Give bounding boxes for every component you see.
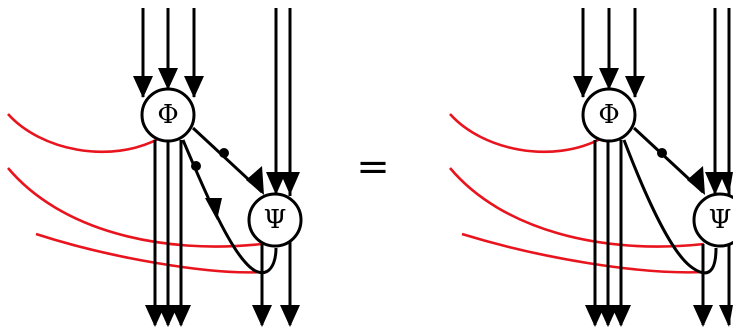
equals-sign: = <box>356 144 390 190</box>
rhs-phi-label: Φ <box>598 100 619 130</box>
lhs-phi-inputs <box>133 8 204 98</box>
rhs-phi-psi-arrow <box>632 126 705 195</box>
lhs-phi-psi-arrow <box>191 126 264 195</box>
lhs-phi-node: Φ <box>140 87 196 143</box>
lhs-psi-inputs <box>266 8 300 196</box>
lhs-psi-outputs <box>252 240 300 327</box>
rhs-psi-node: Ψ <box>692 192 733 248</box>
rhs-psi-inputs <box>705 8 733 196</box>
lhs-phi-outputs <box>145 140 191 327</box>
lhs-diagram: Φ Ψ <box>7 8 303 327</box>
rhs-psi-label: Ψ <box>709 205 732 235</box>
lhs-loop-wire <box>181 139 278 275</box>
lhs-phi-label: Φ <box>157 100 178 130</box>
lhs-psi-node: Ψ <box>247 192 303 248</box>
rhs-red-wires <box>449 113 705 274</box>
lhs-red-wires <box>7 113 263 274</box>
rhs-loop-wire <box>622 139 718 275</box>
rhs-phi-node: Φ <box>581 87 637 143</box>
lhs-psi-label: Ψ <box>264 205 287 235</box>
rhs-psi-outputs <box>693 240 733 327</box>
rhs-diagram: Φ Ψ <box>449 8 733 327</box>
rhs-phi-inputs <box>573 8 645 98</box>
rhs-phi-outputs <box>585 140 631 327</box>
